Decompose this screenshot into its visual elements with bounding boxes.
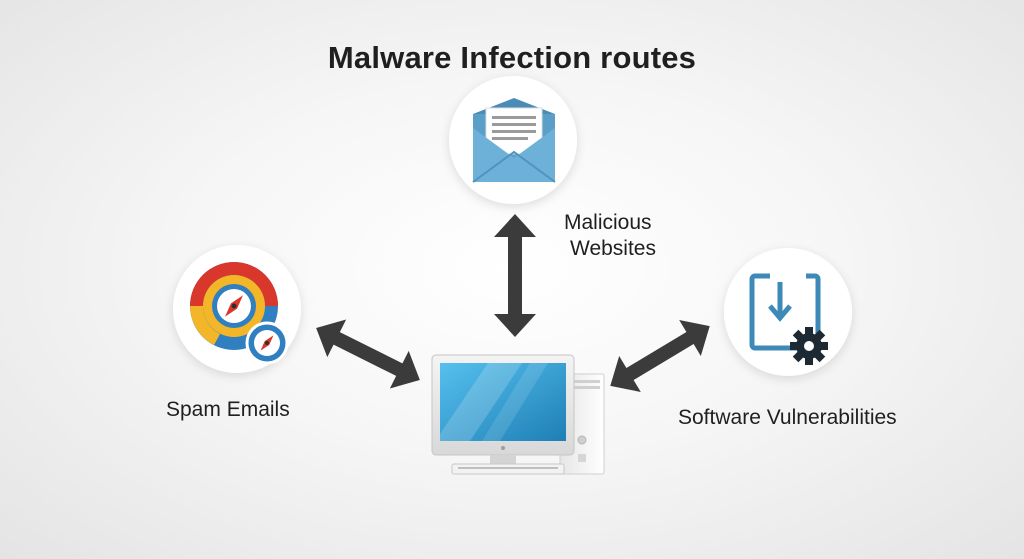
email-node	[449, 76, 577, 204]
computer-screen	[440, 363, 566, 441]
label-malicious-websites-line2: Websites	[570, 237, 656, 260]
browser-compass-icon	[190, 262, 289, 365]
arrow-email-computer	[494, 214, 536, 337]
label-software-vulnerabilities: Software Vulnerabilities	[678, 406, 897, 429]
arrow-spam-computer	[316, 319, 420, 389]
label-malicious-websites: Malicious Websites	[564, 210, 656, 262]
label-malicious-websites-line1: Malicious	[564, 211, 652, 234]
spam-node	[173, 245, 301, 373]
envelope-icon	[472, 98, 556, 183]
label-spam-emails: Spam Emails	[166, 398, 290, 421]
software-node	[724, 248, 852, 376]
diagram-title: Malware Infection routes	[327, 40, 697, 75]
arrow-software-computer	[610, 319, 710, 393]
desktop-computer-icon	[431, 354, 605, 475]
